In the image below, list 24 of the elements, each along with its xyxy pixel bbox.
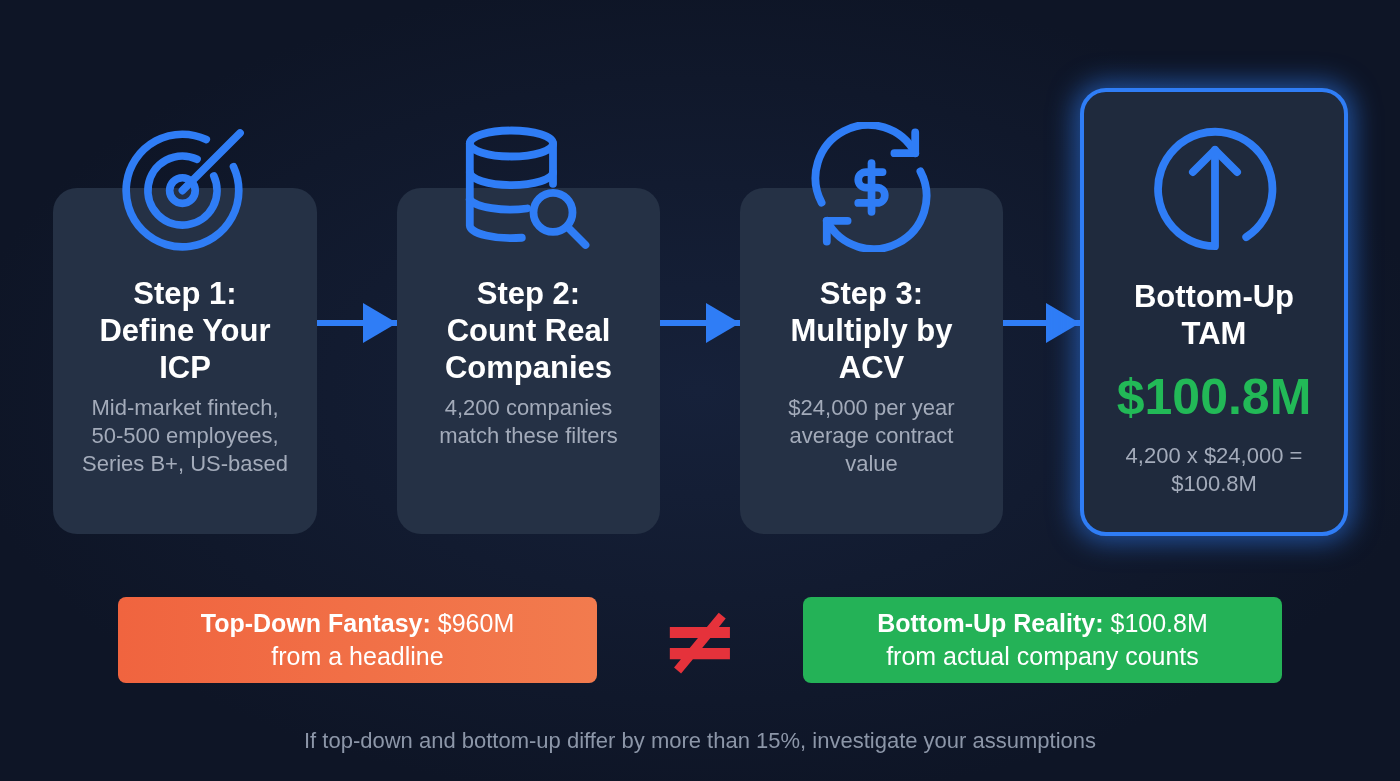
step-title: Step 1: Define Your ICP — [98, 275, 272, 386]
step-card — [740, 188, 1003, 534]
tam-formula: 4,200 x $24,000 = $100.8M — [1124, 442, 1304, 498]
step-description: $24,000 per year average contract value — [787, 394, 956, 478]
result-card — [1080, 88, 1348, 536]
step-title: Step 3: Multiply by ACV — [789, 275, 954, 386]
step-card — [53, 188, 317, 534]
step-description: Mid-market fintech, 50-500 employees, Series B+, US-based — [80, 394, 289, 478]
not-equal-sign: ≠ — [658, 590, 742, 690]
banner-note: from a headline — [271, 641, 444, 672]
arrow — [1003, 303, 1080, 343]
banner-heading: Top-Down Fantasy: $960M — [200, 608, 515, 639]
step-card — [397, 188, 660, 534]
step-description: 4,200 companies match these filters — [438, 394, 619, 450]
footnote: If top-down and bottom-up differ by more than 15%, investigate your assumptions — [302, 727, 1097, 755]
tam-value: $100.8M — [1116, 368, 1312, 426]
banner-note: from actual company counts — [886, 641, 1199, 672]
arrow — [317, 303, 397, 343]
comparison-banner — [118, 597, 597, 683]
comparison-banner — [803, 597, 1282, 683]
arrow — [660, 303, 740, 343]
banner-heading: Bottom-Up Reality: $100.8M — [877, 608, 1208, 639]
step-title: Step 2: Count Real Companies — [443, 275, 614, 386]
result-title: Bottom-Up TAM — [1132, 278, 1296, 352]
